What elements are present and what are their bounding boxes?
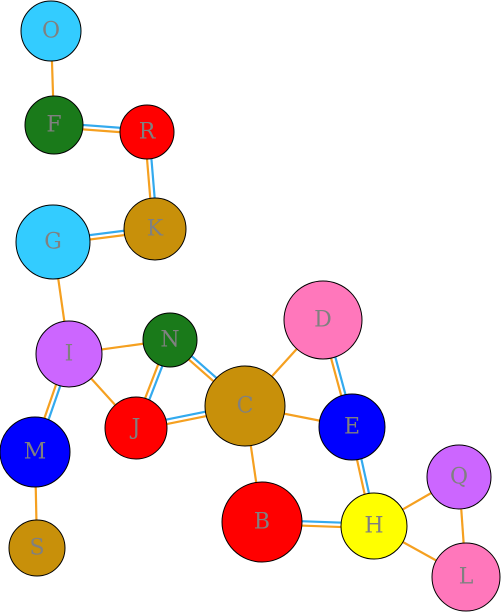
node-circle <box>35 320 103 388</box>
node-F: F <box>24 95 84 155</box>
node-circle <box>8 519 66 577</box>
node-circle <box>221 481 303 563</box>
node-circle <box>0 416 71 488</box>
node-N: N <box>142 312 198 368</box>
node-R: R <box>119 104 175 160</box>
node-circle <box>104 396 168 460</box>
node-circle <box>119 104 175 160</box>
node-O: O <box>20 0 82 62</box>
node-circle <box>340 492 408 560</box>
node-circle <box>123 197 187 261</box>
node-circle <box>426 444 492 510</box>
node-J: J <box>104 396 168 460</box>
node-E: E <box>318 393 386 461</box>
node-label: M <box>24 440 47 465</box>
node-label: N <box>160 328 179 353</box>
node-label: Q <box>450 465 468 490</box>
node-label: O <box>42 19 60 44</box>
node-S: S <box>8 519 66 577</box>
node-label: I <box>65 342 74 367</box>
node-label: F <box>46 113 61 138</box>
node-label: J <box>130 416 141 441</box>
node-G: G <box>15 204 91 280</box>
node-label: G <box>44 230 62 255</box>
node-label: S <box>29 536 44 561</box>
node-circle <box>283 280 363 360</box>
node-H: H <box>340 492 408 560</box>
node-circle <box>15 204 91 280</box>
node-L: L <box>431 542 501 612</box>
node-D: D <box>283 280 363 360</box>
node-circle <box>431 542 501 612</box>
node-C: C <box>204 365 286 447</box>
node-circle <box>318 393 386 461</box>
node-B: B <box>221 481 303 563</box>
node-label: K <box>147 217 164 242</box>
node-M: M <box>0 416 71 488</box>
node-circle <box>142 312 198 368</box>
node-label: C <box>237 394 254 419</box>
node-label: B <box>254 510 270 535</box>
node-circle <box>20 0 82 62</box>
node-circle <box>24 95 84 155</box>
node-circle <box>204 365 286 447</box>
node-label: D <box>314 308 332 333</box>
node-label: L <box>459 565 474 590</box>
node-label: R <box>139 120 157 145</box>
node-K: K <box>123 197 187 261</box>
node-label: H <box>364 514 383 539</box>
node-I: I <box>35 320 103 388</box>
node-label: E <box>344 415 360 440</box>
node-Q: Q <box>426 444 492 510</box>
